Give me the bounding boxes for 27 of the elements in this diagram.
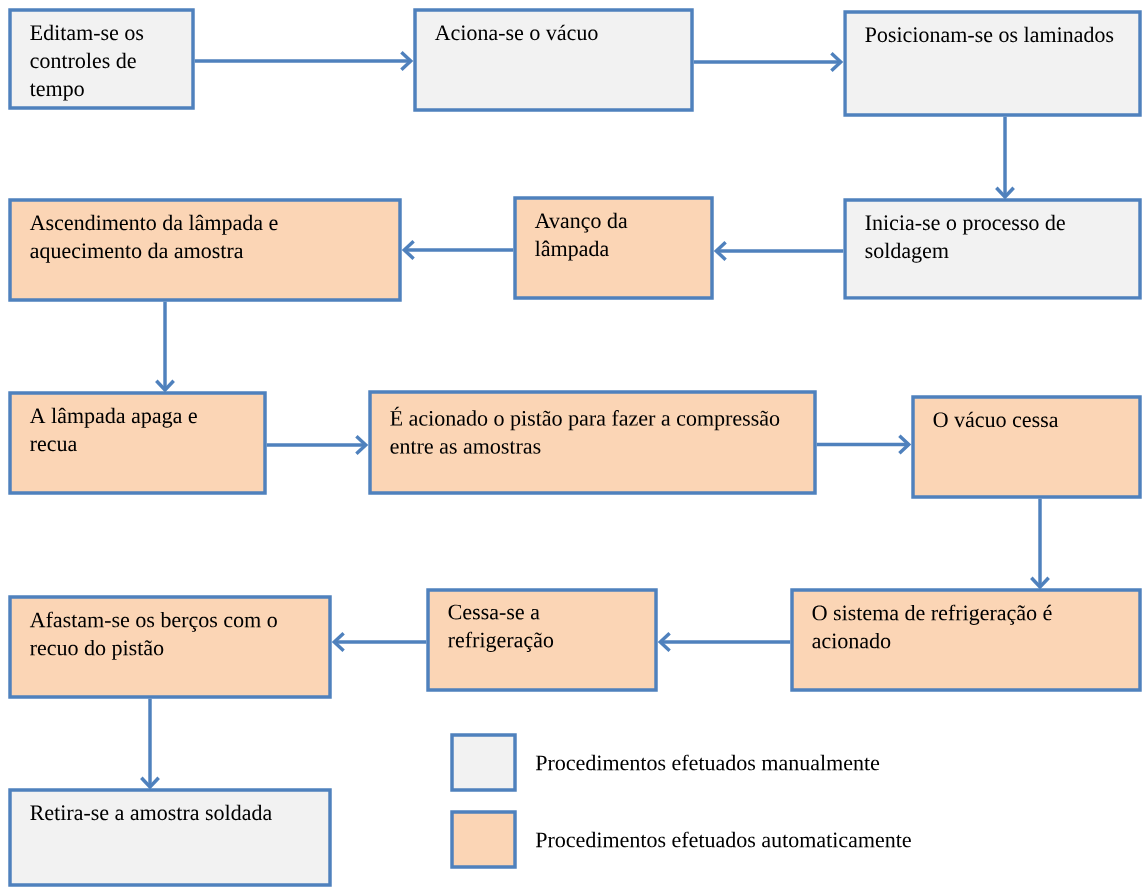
- arrow: [693, 52, 844, 72]
- process-box: É acionado o pistão para fazer a compressão entre as amostras: [368, 390, 817, 495]
- process-box: A lâmpada apaga e recua: [8, 391, 267, 495]
- arrow: [331, 632, 427, 652]
- arrow: [995, 116, 1015, 200]
- arrow: [1030, 498, 1050, 590]
- process-box: Avanço da lâmpada: [513, 196, 714, 300]
- arrow: [816, 434, 912, 455]
- process-box: O vácuo cessa: [911, 395, 1142, 499]
- process-box: Inicia-se o processo de soldagem: [843, 198, 1142, 300]
- process-box: Aciona-se o vácuo: [413, 8, 694, 112]
- process-box: Retira-se a amostra soldada: [8, 788, 332, 887]
- arrow: [140, 698, 160, 790]
- process-box: O sistema de refrigeração é acionado: [790, 588, 1142, 692]
- arrow: [401, 240, 514, 260]
- legend-label: Procedimentos efetuados manualmente: [535, 754, 880, 771]
- arrow: [155, 301, 175, 393]
- process-box: Cessa-se a refrigeração: [426, 588, 658, 692]
- process-box: Posicionam-se os laminados: [843, 10, 1142, 117]
- process-box: Ascendimento da lâmpada e aquecimento da amostra: [8, 198, 402, 302]
- arrow: [266, 435, 369, 455]
- arrow: [657, 632, 791, 652]
- process-box: Editam-se os controles de tempo: [8, 8, 195, 110]
- arrow: [713, 241, 844, 261]
- legend-label: Procedimentos efetuados automaticamente: [535, 831, 911, 848]
- arrow: [194, 51, 414, 71]
- process-box: Afastam-se os berços com o recuo do pistão: [8, 595, 332, 699]
